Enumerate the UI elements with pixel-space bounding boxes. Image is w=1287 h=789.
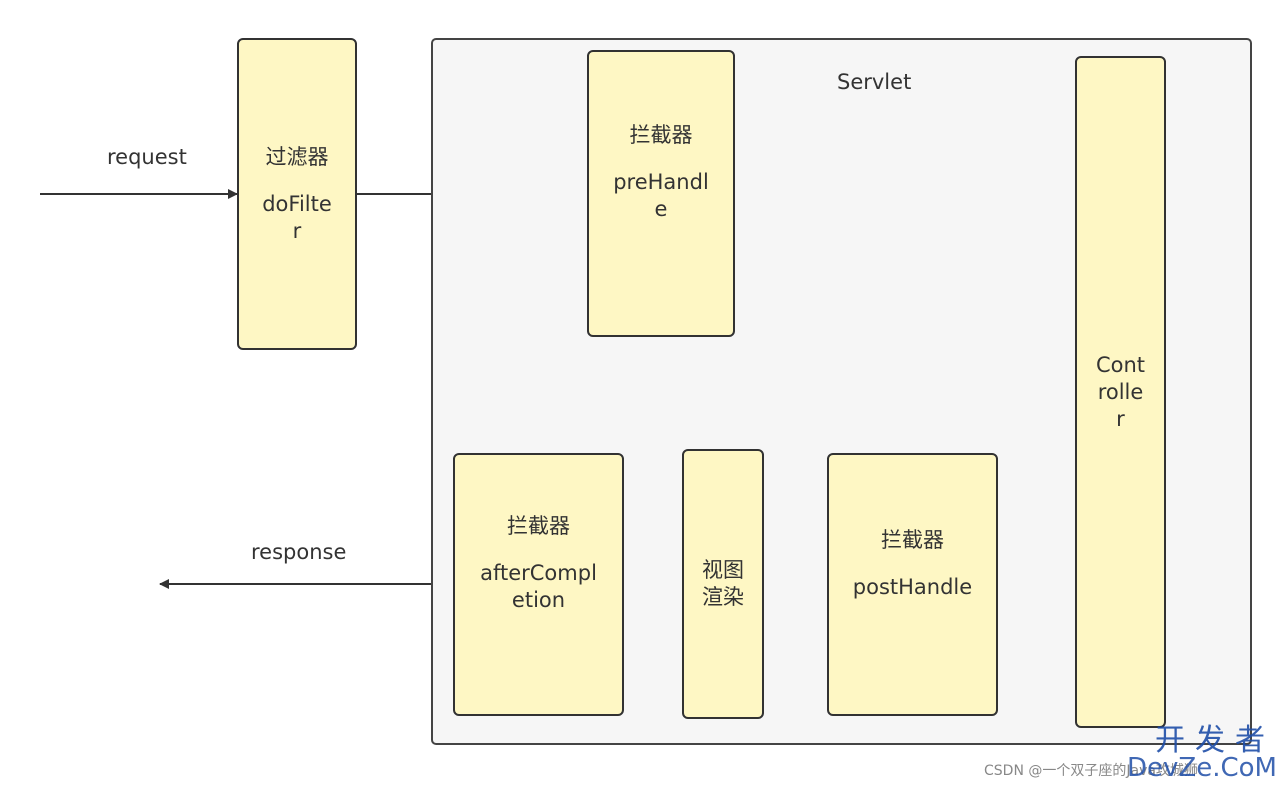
- controller-label-line-3: r: [1116, 406, 1125, 431]
- view-render-box: 视图 渲染: [682, 449, 764, 719]
- after-completion-method-line-2: etion: [511, 588, 566, 612]
- brand-watermark-cn: 开发者: [1155, 723, 1275, 758]
- brand-watermark-en: DevZe.CoM: [1127, 753, 1277, 783]
- post-handle-title: 拦截器: [881, 528, 944, 552]
- filter-method-line-1: doFilte: [262, 191, 332, 216]
- filter-box: 过滤器 doFilte r: [237, 38, 357, 350]
- filter-title: 过滤器: [265, 144, 329, 169]
- view-render-line-2: 渲染: [702, 585, 744, 609]
- pre-handle-method-line-2: e: [654, 197, 668, 221]
- controller-box: Cont rolle r: [1075, 56, 1166, 728]
- filter-method-line-2: r: [292, 218, 302, 243]
- after-completion-interceptor-box: 拦截器 afterCompl etion: [453, 453, 624, 716]
- pre-handle-interceptor-box: 拦截器 preHandl e: [587, 50, 735, 337]
- servlet-label: Servlet: [837, 70, 912, 94]
- pre-handle-method-line-1: preHandl: [613, 170, 709, 194]
- view-render-line-1: 视图: [702, 558, 744, 582]
- after-completion-title: 拦截器: [507, 514, 570, 538]
- pre-handle-title: 拦截器: [629, 123, 693, 147]
- csdn-attribution: CSDN @一个双子座的Java攻城狮: [984, 763, 1198, 779]
- controller-label-line-2: rolle: [1097, 379, 1144, 404]
- controller-label-line-1: Cont: [1095, 352, 1146, 377]
- after-completion-method-line-1: afterCompl: [480, 561, 597, 585]
- request-label: request: [107, 145, 187, 169]
- post-handle-interceptor-box: 拦截器 postHandle: [827, 453, 998, 716]
- post-handle-method: postHandle: [852, 575, 973, 599]
- response-label: response: [251, 540, 347, 564]
